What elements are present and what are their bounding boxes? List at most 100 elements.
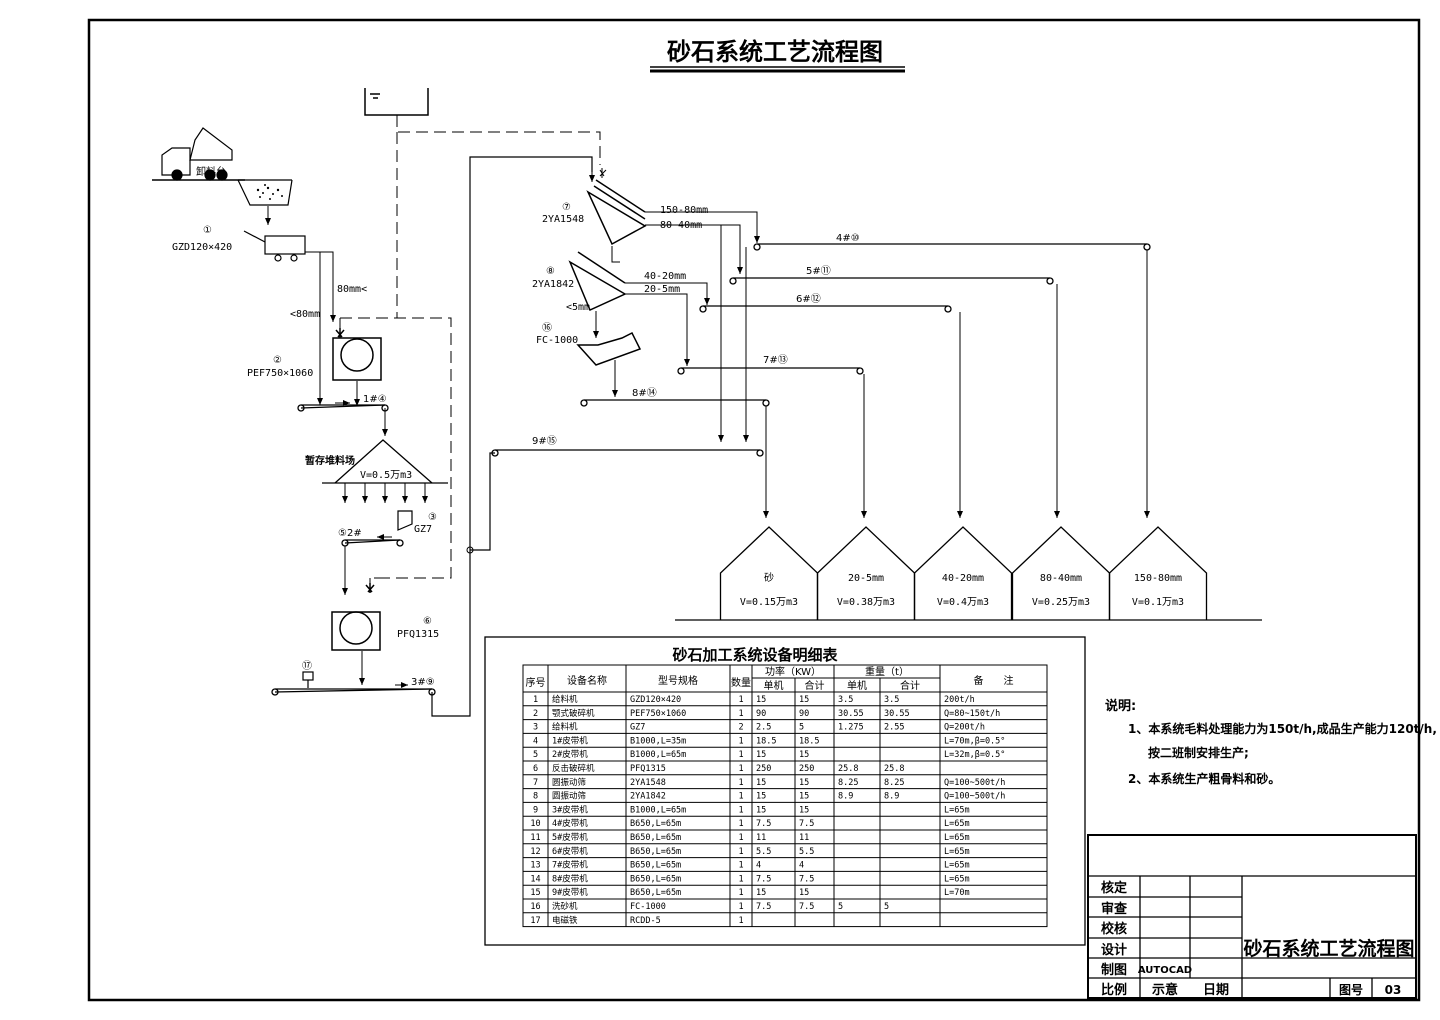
flow-c3-to-c9 xyxy=(470,452,495,551)
table-cell: 2#皮带机 xyxy=(552,749,588,760)
bin-volume: V=0.4万m3 xyxy=(937,597,989,608)
header-power-total: 合计 xyxy=(805,679,825,692)
conveyor-5 xyxy=(729,277,1054,285)
table-cell: L=70m xyxy=(944,888,970,898)
bin-name: 砂 xyxy=(764,571,774,584)
table-cell: 6 xyxy=(533,764,538,774)
table-cell: 电磁铁 xyxy=(552,915,578,926)
header-weight-unit: 单机 xyxy=(847,679,867,692)
tb-r6a: 比例 xyxy=(1101,982,1127,998)
label-20-5: 20-5mm xyxy=(644,284,680,295)
table-cell: 1.275 xyxy=(838,723,864,733)
table-cell: 7.5 xyxy=(799,819,814,829)
washer-model: FC-1000 xyxy=(536,335,578,346)
table-cell: 7 xyxy=(533,778,538,788)
conveyor-9 xyxy=(491,449,764,457)
table-cell: 圆振动筛 xyxy=(552,791,587,802)
table-cell: 18.5 xyxy=(756,736,776,746)
table-cell: FC-1000 xyxy=(630,902,666,912)
table-cell: 5 xyxy=(533,750,538,760)
table-cell: 18.5 xyxy=(799,736,819,746)
table-cell: 250 xyxy=(799,764,814,774)
table-cell: 5.5 xyxy=(799,847,814,857)
flow-oversize-to-crusher xyxy=(305,251,336,322)
dump-truck-icon xyxy=(152,127,245,181)
product-bins: 砂V=0.15万m320-5mmV=0.38万m340-20mmV=0.4万m3… xyxy=(719,526,1208,620)
table-cell: Q=200t/h xyxy=(944,723,985,733)
table-cell: 7.5 xyxy=(756,902,771,912)
notes-line-1: 1、本系统毛料处理能力为150t/h,成品生产能力120t/h, xyxy=(1128,721,1437,736)
table-outline xyxy=(522,664,1048,928)
washer-num: ⑯ xyxy=(542,322,552,334)
table-cell: 15 xyxy=(756,695,766,705)
table-cell: 25.8 xyxy=(884,764,904,774)
magnet-label: ⑰ xyxy=(302,660,312,672)
table-cell: 1 xyxy=(738,792,743,802)
water-supply-lines xyxy=(339,115,601,579)
header-name: 设备名称 xyxy=(567,674,607,687)
bin-volume: V=0.15万m3 xyxy=(740,597,798,608)
impact-crusher-model: PFQ1315 xyxy=(397,629,439,640)
label-lt80: <80mm xyxy=(290,309,320,320)
label-lt5: <5mm xyxy=(566,302,590,313)
drawing-border xyxy=(87,18,1421,1002)
table-cell: 14 xyxy=(530,874,540,884)
table-cell: 1 xyxy=(738,874,743,884)
table-cell: B650,L=65m xyxy=(630,847,681,857)
screen8-model: 2YA1842 xyxy=(532,279,574,290)
tb-r2: 审查 xyxy=(1101,901,1128,917)
table-cell: 1 xyxy=(738,736,743,746)
tb-r1: 核定 xyxy=(1101,880,1127,896)
table-cell: 5 xyxy=(884,902,889,912)
equipment-table-title: 砂石加工系统设备明细表 xyxy=(672,646,838,664)
table-cell: 15 xyxy=(799,778,809,788)
table-cell: 5#皮带机 xyxy=(552,832,588,843)
table-cell: 反击破碎机 xyxy=(552,763,595,774)
junction-c9 xyxy=(466,546,474,554)
table-cell: 8 xyxy=(533,792,538,802)
table-cell: 4#皮带机 xyxy=(552,818,588,829)
table-cell: PEF750×1060 xyxy=(630,709,686,719)
sand-washer-fc xyxy=(576,331,642,366)
table-cell: 给料机 xyxy=(552,722,578,733)
feeder-gz7 xyxy=(397,510,413,531)
table-cell: 1 xyxy=(738,833,743,843)
table-cell: 7.5 xyxy=(756,819,771,829)
feeder-gzd-num: ① xyxy=(203,225,212,236)
table-cell: B1000,L=35m xyxy=(630,736,686,746)
table-cell: 8.9 xyxy=(838,792,853,802)
table-cell: RCDD-5 xyxy=(630,916,661,926)
conveyor-1-label: 1#④ xyxy=(363,394,387,405)
jaw-crusher-pef xyxy=(332,328,382,381)
table-cell: L=65m xyxy=(944,874,970,884)
table-cell: 7#皮带机 xyxy=(552,860,588,871)
label-gt80: 80mm< xyxy=(337,284,367,295)
table-cell: 15 xyxy=(756,805,766,815)
table-cell: 2 xyxy=(738,723,743,733)
bin-volume: V=0.1万m3 xyxy=(1132,597,1184,608)
table-cell: 2YA1548 xyxy=(630,778,666,788)
table-cell: 1 xyxy=(738,847,743,857)
table-cell: 15 xyxy=(756,792,766,802)
feeder-gz7-num: ③ xyxy=(428,512,437,523)
conveyor-2-label: ⑤2# xyxy=(338,528,362,539)
table-cell: B650,L=65m xyxy=(630,819,681,829)
label-40-20: 40-20mm xyxy=(644,271,686,282)
table-cell: 4 xyxy=(533,736,538,746)
table-cell: 250 xyxy=(756,764,771,774)
table-cell: 1 xyxy=(738,778,743,788)
flow-40-20-to-c6 xyxy=(625,282,710,305)
conveyor-6 xyxy=(699,305,952,313)
table-cell: 7.5 xyxy=(756,874,771,884)
table-cell: 12 xyxy=(530,847,540,857)
